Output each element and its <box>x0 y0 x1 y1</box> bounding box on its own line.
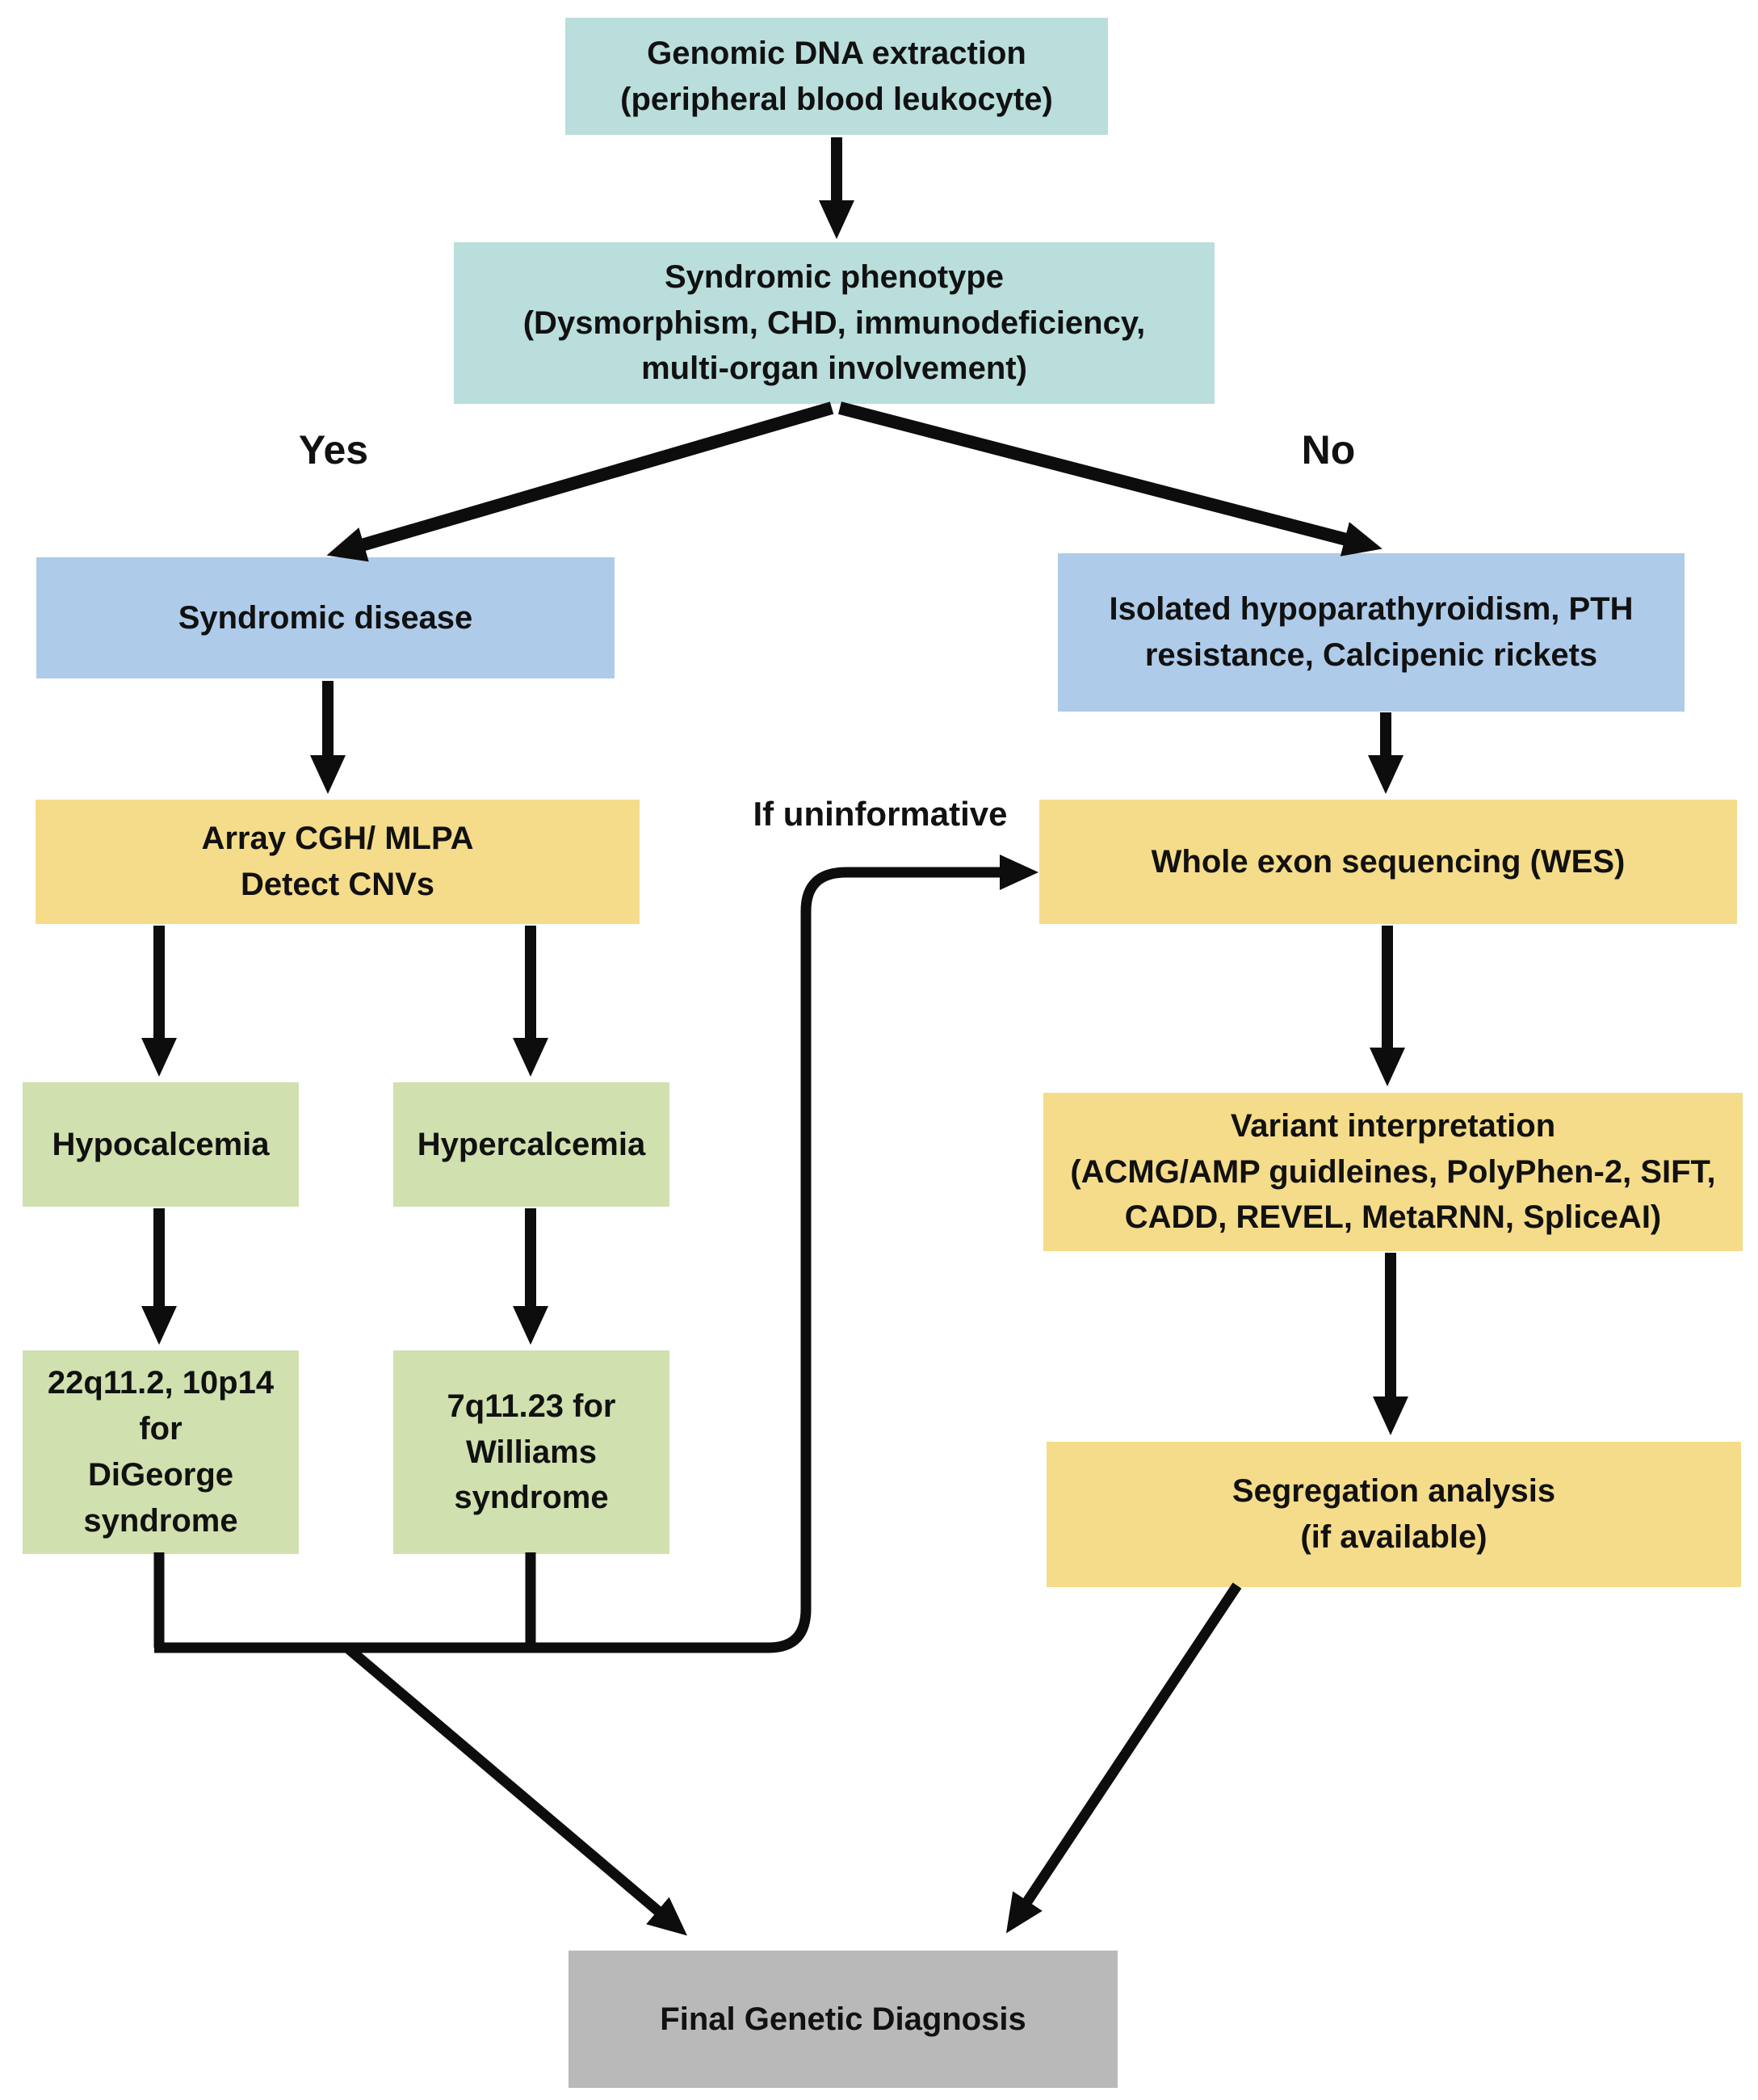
node-syndromic-phenotype: Syndromic phenotype (Dysmorphism, CHD, i… <box>454 242 1215 404</box>
arrow-segregation-to-final <box>1005 1582 1242 1934</box>
node-genomic-dna-extraction: Genomic DNA extraction (peripheral blood… <box>565 18 1108 135</box>
arrow-phenotype-to-isolated <box>837 401 1382 556</box>
edge-label-yes: Yes <box>298 427 369 472</box>
node-isolated-hypoparathyroidism: Isolated hypoparathyroidism, PTH resista… <box>1058 553 1685 712</box>
arrow-phenotype-to-syndromic-disease <box>326 401 834 562</box>
node-williams-syndrome: 7q11.23 for Williams syndrome <box>393 1350 669 1554</box>
node-array-cgh-mlpa: Array CGH/ MLPA Detect CNVs <box>36 800 640 924</box>
node-segregation-analysis: Segregation analysis (if available) <box>1047 1442 1741 1587</box>
edge-label-no: No <box>1301 427 1356 472</box>
node-hypocalcemia: Hypocalcemia <box>23 1082 299 1207</box>
node-variant-interpretation: Variant interpretation (ACMG/AMP guidlei… <box>1043 1093 1743 1251</box>
node-final-genetic-diagnosis: Final Genetic Diagnosis <box>569 1951 1118 2088</box>
arrow-bus-to-final <box>343 1644 687 1936</box>
node-digeorge-syndrome: 22q11.2, 10p14 for DiGeorge syndrome <box>23 1350 299 1554</box>
node-whole-exon-sequencing: Whole exon sequencing (WES) <box>1039 800 1737 924</box>
node-syndromic-disease: Syndromic disease <box>36 557 615 678</box>
edge-label-if-uninformative: If uninformative <box>753 795 1008 833</box>
node-hypercalcemia: Hypercalcemia <box>393 1082 669 1207</box>
